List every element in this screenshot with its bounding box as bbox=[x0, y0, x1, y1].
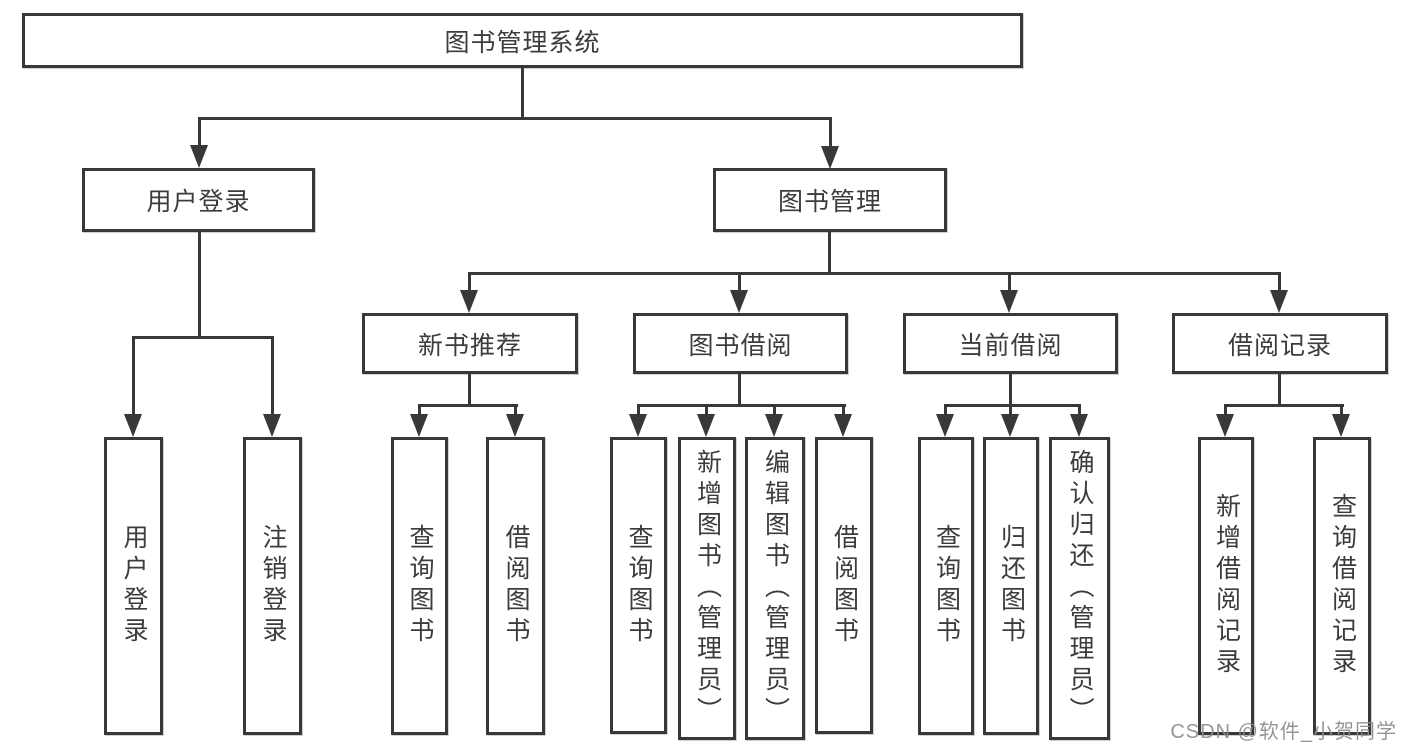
leaf-query-borrow-record: 查询借阅记录 bbox=[1313, 437, 1371, 735]
arrow-record-leaf2-icon bbox=[1332, 414, 1350, 437]
arrow-newbook-leaf2-icon bbox=[506, 414, 524, 437]
connector-mgmt-drop3-line bbox=[1008, 272, 1011, 293]
leaf-add-borrow-record: 新增借阅记录 bbox=[1198, 437, 1254, 735]
connector-borrow-stem-line bbox=[738, 372, 741, 407]
connector-newbook-bar-line bbox=[418, 404, 518, 407]
leaf-user-login: 用户登录 bbox=[104, 437, 163, 735]
connector-record-drop1-line bbox=[1224, 404, 1227, 418]
connector-record-drop2-line bbox=[1340, 404, 1343, 418]
connector-record-bar-line bbox=[1224, 404, 1344, 407]
connector-current-bar-line bbox=[944, 404, 1081, 407]
arrow-to-book-management-icon bbox=[821, 146, 839, 169]
connector-current-drop3-line bbox=[1078, 404, 1081, 418]
connector-root-drop-right-line bbox=[829, 117, 832, 148]
arrow-record-leaf1-icon bbox=[1216, 414, 1234, 437]
leaf-query-books-recommend: 查询图书 bbox=[391, 437, 448, 735]
connector-user-drop1-line bbox=[132, 336, 135, 415]
connector-root-bar-line bbox=[198, 117, 832, 120]
arrow-to-book-borrow-icon bbox=[730, 290, 748, 313]
node-root-library-system: 图书管理系统 bbox=[22, 13, 1023, 68]
leaf-query-books-current: 查询图书 bbox=[918, 437, 974, 735]
connector-mgmt-bar-line bbox=[468, 272, 1281, 275]
arrow-borrow-leaf1-icon bbox=[629, 414, 647, 437]
connector-root-drop-left-line bbox=[198, 117, 201, 148]
arrow-current-leaf2-icon bbox=[1001, 414, 1019, 437]
connector-record-stem-line bbox=[1278, 372, 1281, 407]
connector-borrow-drop3-line bbox=[773, 404, 776, 418]
arrow-current-leaf3-icon bbox=[1070, 414, 1088, 437]
arrow-to-leaf-user-login-icon bbox=[124, 414, 142, 437]
node-new-book-recommend: 新书推荐 bbox=[362, 313, 578, 374]
connector-borrow-drop2-line bbox=[705, 404, 708, 418]
connector-current-drop2-line bbox=[1009, 404, 1012, 418]
connector-borrow-drop4-line bbox=[842, 404, 845, 418]
connector-newbook-stem-line bbox=[468, 372, 471, 407]
connector-mgmt-drop1-line bbox=[468, 272, 471, 293]
leaf-confirm-return-admin: 确认归还（管理员） bbox=[1049, 437, 1110, 740]
arrow-to-user-login-icon bbox=[190, 145, 208, 168]
connector-newbook-drop1-line bbox=[418, 404, 421, 418]
arrow-borrow-leaf4-icon bbox=[834, 414, 852, 437]
leaf-return-books: 归还图书 bbox=[983, 437, 1039, 735]
arrow-to-leaf-logout-icon bbox=[263, 414, 281, 437]
leaf-query-books-borrow: 查询图书 bbox=[610, 437, 667, 734]
connector-user-bar-line bbox=[132, 336, 274, 339]
csdn-watermark: CSDN @软件_小贺同学 bbox=[1170, 721, 1397, 743]
arrow-current-leaf1-icon bbox=[936, 414, 954, 437]
arrow-to-borrow-record-icon bbox=[1270, 290, 1288, 313]
connector-newbook-drop2-line bbox=[514, 404, 517, 418]
leaf-edit-books-admin: 编辑图书（管理员） bbox=[745, 437, 805, 740]
leaf-add-books-admin: 新增图书（管理员） bbox=[678, 437, 736, 740]
connector-root-stem-line bbox=[521, 66, 524, 119]
arrow-to-current-borrow-icon bbox=[1000, 290, 1018, 313]
node-borrow-record: 借阅记录 bbox=[1172, 313, 1388, 374]
node-book-management: 图书管理 bbox=[713, 168, 947, 232]
arrow-newbook-leaf1-icon bbox=[410, 414, 428, 437]
arrow-borrow-leaf3-icon bbox=[765, 414, 783, 437]
leaf-logout: 注销登录 bbox=[243, 437, 302, 735]
connector-borrow-bar-line bbox=[637, 404, 846, 407]
connector-borrow-drop1-line bbox=[637, 404, 640, 418]
connector-current-stem-line bbox=[1009, 372, 1012, 407]
connector-mgmt-drop4-line bbox=[1278, 272, 1281, 293]
node-user-login: 用户登录 bbox=[82, 168, 315, 232]
connector-mgmt-drop2-line bbox=[738, 272, 741, 293]
connector-user-drop2-line bbox=[271, 336, 274, 415]
connector-current-drop1-line bbox=[944, 404, 947, 418]
leaf-borrow-books: 借阅图书 bbox=[815, 437, 873, 734]
connector-user-stem-line bbox=[198, 230, 201, 338]
leaf-borrow-books-recommend: 借阅图书 bbox=[486, 437, 545, 735]
arrow-borrow-leaf2-icon bbox=[697, 414, 715, 437]
arrow-to-new-book-icon bbox=[460, 290, 478, 313]
node-book-borrow: 图书借阅 bbox=[633, 313, 848, 374]
connector-mgmt-stem-line bbox=[828, 230, 831, 275]
node-current-borrow: 当前借阅 bbox=[903, 313, 1118, 374]
